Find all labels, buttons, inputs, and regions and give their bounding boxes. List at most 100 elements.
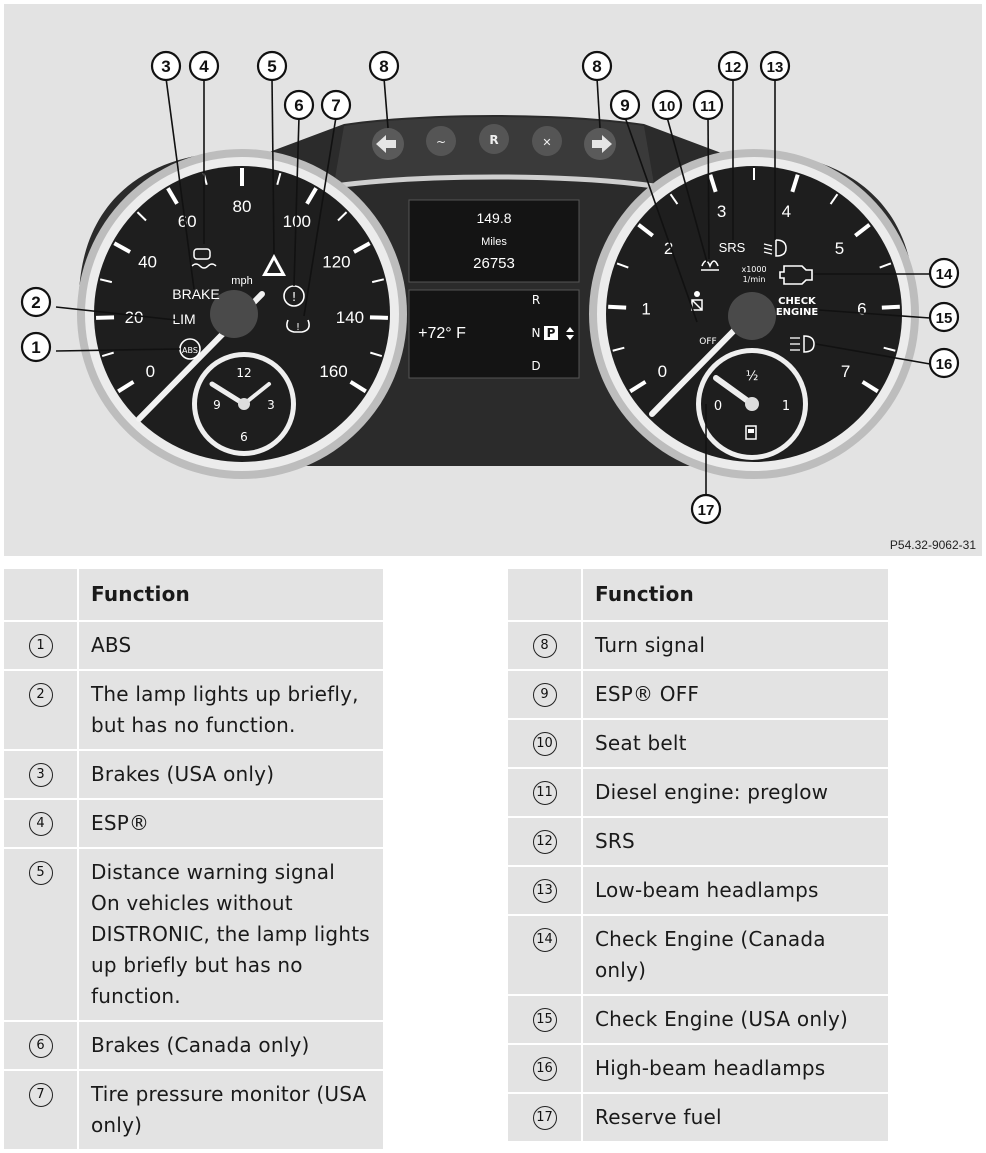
speedometer-ticks bbox=[95, 168, 389, 394]
speedometer-tick bbox=[337, 211, 348, 222]
function-description-line: Distance warning signal bbox=[91, 860, 336, 884]
function-description-cell: Brakes (USA only) bbox=[79, 751, 383, 800]
row-number-cell: 16 bbox=[508, 1045, 583, 1094]
callout-circle bbox=[256, 50, 288, 82]
function-description-line: Check Engine (Canada bbox=[595, 927, 826, 951]
callout-number: 14 bbox=[936, 266, 953, 283]
speedometer-tick-label: 140 bbox=[336, 308, 364, 327]
callout-circle bbox=[20, 331, 52, 363]
speedometer-tick-label: 100 bbox=[283, 212, 311, 231]
function-description-line: only) bbox=[595, 958, 647, 982]
function-header: Function bbox=[79, 569, 383, 622]
table-header-row: Function bbox=[4, 569, 383, 622]
callout-circle bbox=[188, 50, 220, 82]
function-description-line: DISTRONIC, the lamp lights bbox=[91, 922, 370, 946]
callout-number: 2 bbox=[31, 293, 40, 312]
fuel-half-label: ½ bbox=[746, 369, 759, 384]
gear-selector-arrows-icon bbox=[566, 327, 574, 340]
row-number-cell: 17 bbox=[508, 1094, 583, 1143]
speedometer-tick bbox=[371, 278, 385, 284]
speedometer-tick-label: 40 bbox=[138, 253, 157, 272]
number-header-cell bbox=[4, 569, 79, 622]
row-number-cell: 5 bbox=[4, 849, 79, 1022]
table-row: 15 Check Engine (USA only) bbox=[508, 996, 888, 1045]
callout-circle bbox=[928, 347, 960, 379]
row-number-badge: 15 bbox=[532, 1008, 557, 1032]
tachometer-tick-label: 4 bbox=[782, 202, 791, 221]
tachometer-tick bbox=[616, 262, 629, 269]
fuel-gauge: 0 ½ 1 bbox=[696, 348, 808, 460]
table-row: 2 The lamp lights up briefly, but has no f… bbox=[4, 671, 383, 751]
row-number-cell: 13 bbox=[508, 867, 583, 916]
row-number-badge: 4 bbox=[28, 812, 53, 836]
callout-circle bbox=[928, 301, 960, 333]
tachometer-tick bbox=[883, 346, 896, 352]
row-number-badge: 16 bbox=[532, 1057, 557, 1081]
tachometer-unit-top: x1000 bbox=[741, 265, 766, 274]
callout-number: 13 bbox=[767, 59, 784, 76]
gear-p: P bbox=[547, 326, 556, 340]
function-description-line: but has no function. bbox=[91, 713, 296, 737]
tachometer-tick-label: 7 bbox=[841, 362, 850, 381]
row-number-cell: 11 bbox=[508, 769, 583, 818]
check-lamp-label: CHECK bbox=[778, 296, 817, 307]
speedometer-tick-label: 80 bbox=[233, 197, 252, 216]
row-number-badge: 13 bbox=[532, 879, 557, 903]
row-number-cell: 10 bbox=[508, 720, 583, 769]
callout-circle bbox=[20, 286, 52, 318]
center-bezel bbox=[333, 174, 655, 189]
callout-number: 5 bbox=[267, 57, 276, 76]
function-description-line: only) bbox=[91, 1113, 143, 1137]
function-description-line: Low-beam headlamps bbox=[595, 878, 819, 902]
trip-meter: 149.8 bbox=[476, 210, 511, 226]
speedometer-tick-label: 120 bbox=[322, 253, 350, 272]
callout-number: 15 bbox=[936, 310, 953, 327]
speedometer-tick bbox=[370, 351, 383, 358]
row-number-cell: 15 bbox=[508, 996, 583, 1045]
function-description-cell: SRS bbox=[583, 818, 888, 867]
callout-circle bbox=[368, 50, 400, 82]
callout-number: 6 bbox=[294, 96, 303, 115]
turn-signal-right-icon bbox=[584, 128, 616, 160]
preglow-icon bbox=[701, 260, 719, 271]
callout-circle bbox=[609, 89, 641, 121]
svg-text:!: ! bbox=[296, 322, 300, 333]
table-header-row: Function bbox=[508, 569, 888, 622]
function-description-cell: Check Engine (Canada only) bbox=[583, 916, 888, 996]
function-description-line: Check Engine (USA only) bbox=[595, 1007, 849, 1031]
callout-number: 10 bbox=[659, 98, 676, 115]
row-number-cell: 9 bbox=[508, 671, 583, 720]
speedometer-tick-label: 160 bbox=[319, 362, 347, 381]
distance-unit: Miles bbox=[481, 236, 507, 248]
row-number-cell: 6 bbox=[4, 1022, 79, 1071]
callout-circle bbox=[150, 50, 182, 82]
speedometer-tick bbox=[305, 187, 318, 205]
function-description-line: Brakes (USA only) bbox=[91, 762, 275, 786]
function-description-line: The lamp lights up briefly, bbox=[91, 682, 359, 706]
callout-circle bbox=[759, 50, 791, 82]
function-description-cell: ESP® OFF bbox=[583, 671, 888, 720]
check-engine-icon bbox=[779, 265, 813, 285]
clock-tick-label: 12 bbox=[236, 366, 251, 380]
svg-text:✕: ✕ bbox=[542, 136, 551, 149]
odometer: 26753 bbox=[473, 255, 515, 272]
strip-button-2: R bbox=[479, 124, 509, 154]
tachometer-tick bbox=[829, 193, 839, 205]
tachometer-tick-label: 2 bbox=[664, 239, 673, 258]
svg-text:!: ! bbox=[292, 290, 297, 304]
function-description-cell: Reserve fuel bbox=[583, 1094, 888, 1143]
function-description-cell: ESP® bbox=[79, 800, 383, 849]
callout-circle bbox=[692, 89, 724, 121]
strip-button-1: ~ bbox=[426, 126, 456, 156]
row-number-badge: 2 bbox=[28, 683, 53, 707]
row-number-badge: 7 bbox=[28, 1083, 53, 1107]
